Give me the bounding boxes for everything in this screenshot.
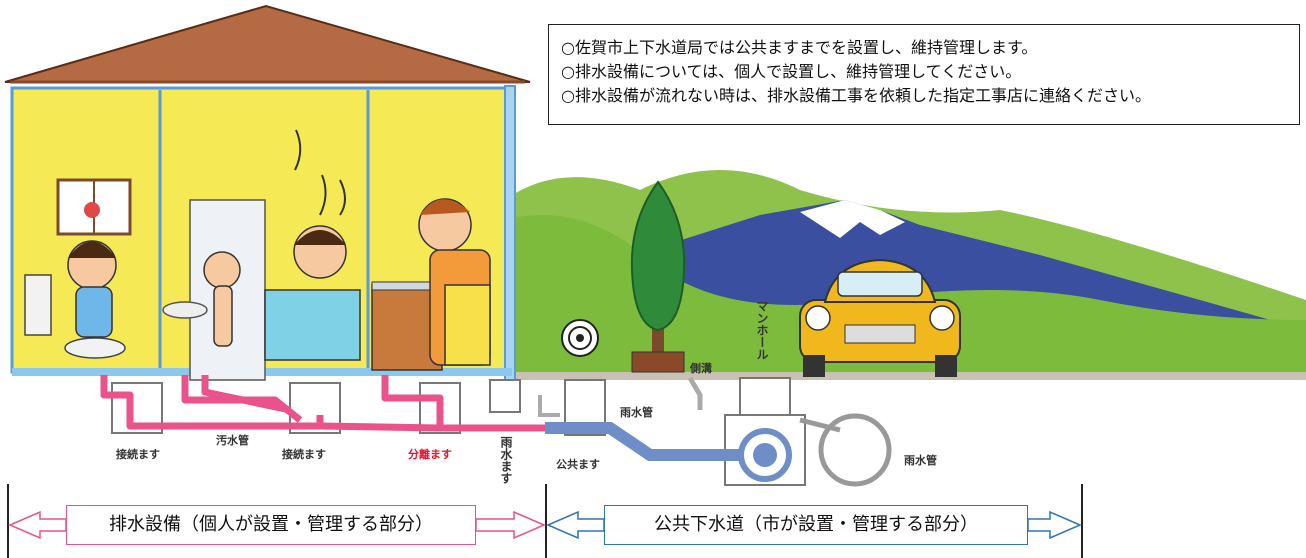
label-sewage-pipe: 汚水管 (216, 434, 249, 447)
public-sewer (538, 376, 892, 487)
boy-body (75, 286, 113, 338)
ground-strip (505, 372, 1306, 382)
car (799, 258, 961, 377)
washbasin (162, 301, 208, 319)
label-public-box: 公共ます (556, 458, 600, 471)
child-head (203, 251, 241, 289)
underground (0, 380, 1306, 480)
mountain-snow (800, 200, 905, 238)
label-side-ditch: 側溝 (690, 362, 712, 375)
house (4, 4, 531, 387)
label-rain-pipe-1: 雨水管 (620, 406, 653, 419)
label-rain-pipe-2: 雨水管 (904, 454, 937, 467)
tree (630, 180, 686, 373)
box-rainwater (489, 379, 521, 413)
label-separation-box: 分離ます (408, 448, 452, 461)
right-arrow-head-right (1027, 510, 1082, 540)
left-arrow-head-right (475, 510, 546, 540)
section-arrows (7, 484, 1083, 558)
right-arrow-head-left (546, 510, 605, 540)
label-manhole: マンホール (755, 300, 769, 360)
toilet-tank (24, 274, 52, 336)
private-section-label: 排水設備（個人が設置・管理する部分） (66, 505, 476, 545)
label-connection-box-1: 接続ます (116, 448, 160, 461)
toilet-bowl (64, 337, 126, 359)
city-emblem (561, 319, 599, 357)
bathtub (264, 289, 361, 361)
label-connection-box-2: 接続ます (282, 448, 326, 461)
left-arrow-head-left (8, 510, 67, 540)
child-body (213, 285, 233, 347)
rain-pipe-circle (818, 413, 892, 487)
label-rainwater-box: 雨水ます (499, 436, 513, 484)
house-roof (4, 4, 531, 83)
private-sewer (100, 375, 545, 432)
note-line-1: ○佐賀市上下水道局では公共ますまでを設置し、維持管理します。 (561, 38, 1038, 57)
public-section-label: 公共下水道（市が設置・管理する部分） (604, 505, 1028, 545)
apron (444, 284, 491, 366)
notes-box: ○佐賀市上下水道局では公共ますまでを設置し、維持管理します。 ○排水設備について… (548, 24, 1300, 125)
note-line-2: ○排水設備については、個人で設置し、維持管理してください。 (561, 62, 1022, 81)
note-line-3: ○排水設備が流れない時は、排水設備工事を依頼した指定工事店に連絡ください。 (561, 86, 1151, 105)
gutter (504, 85, 516, 387)
